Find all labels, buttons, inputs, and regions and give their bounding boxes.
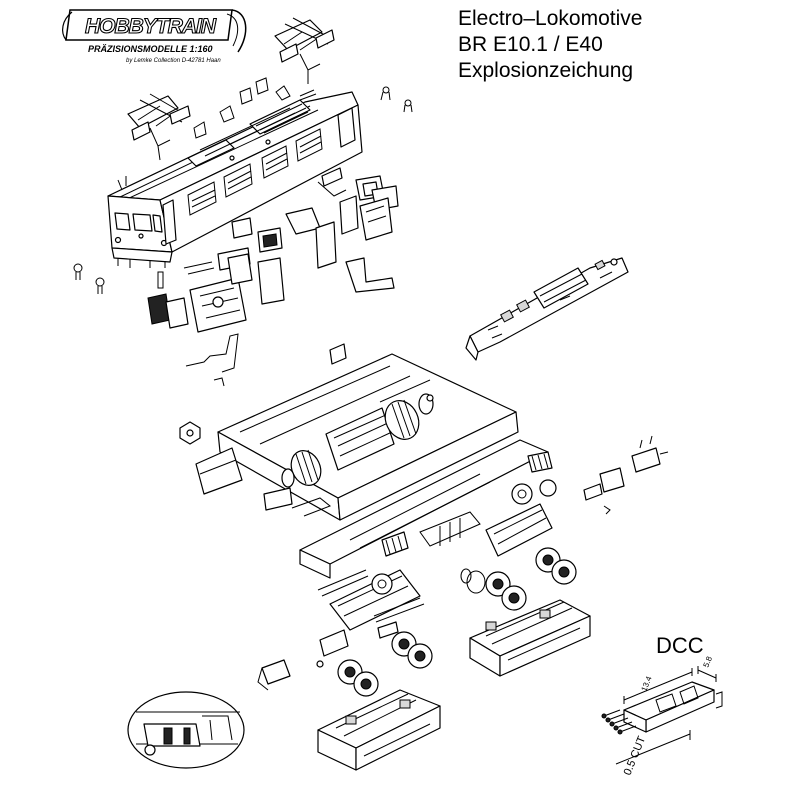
wheelset — [535, 547, 577, 585]
screws-left — [73, 263, 164, 294]
hobbytrain-logo: HOBBYTRAIN PRÄZISIONSMODELLE 1:160 by Le… — [62, 9, 247, 64]
dcc-dim-length: 13.4 — [640, 674, 654, 692]
locomotive-body — [107, 91, 363, 268]
motor-assembly — [281, 393, 434, 488]
wheelset — [337, 659, 379, 697]
pantograph-2 — [274, 17, 335, 84]
roof-small-parts — [117, 77, 413, 191]
title-line-3: Explosionzeichung — [458, 59, 634, 82]
dcc-label: DCC — [656, 633, 704, 658]
title-line-2: BR E10.1 / E40 — [458, 33, 603, 56]
pantograph-1 — [127, 93, 191, 161]
bogie-right — [469, 479, 591, 677]
logo-collection: by Lemke Collection D-42781 Haan — [126, 58, 221, 64]
drive-small-parts — [381, 435, 669, 557]
inset-detail — [127, 691, 245, 769]
body-detail-parts — [183, 167, 399, 305]
bogie-left — [257, 569, 441, 771]
wheelsets — [337, 547, 577, 697]
cab-parts — [147, 253, 253, 387]
wheelset — [485, 571, 527, 611]
dcc-dim-height: 5.8 — [702, 655, 715, 669]
pickup-springs — [317, 511, 481, 623]
title-block: Electro–Lokomotive BR E10.1 / E40 Explos… — [458, 6, 642, 84]
dcc-interface: 13.4 5.8 0.5 CUT — [601, 655, 723, 777]
logo-subtitle: PRÄZISIONSMODELLE 1:160 — [88, 44, 213, 54]
title-line-1: Electro–Lokomotive — [458, 7, 643, 30]
wheelset — [391, 631, 433, 669]
logo-brand: HOBBYTRAIN — [85, 15, 217, 38]
circuit-board — [465, 257, 629, 361]
dcc-cut-note: 0.5 CUT — [622, 734, 649, 777]
